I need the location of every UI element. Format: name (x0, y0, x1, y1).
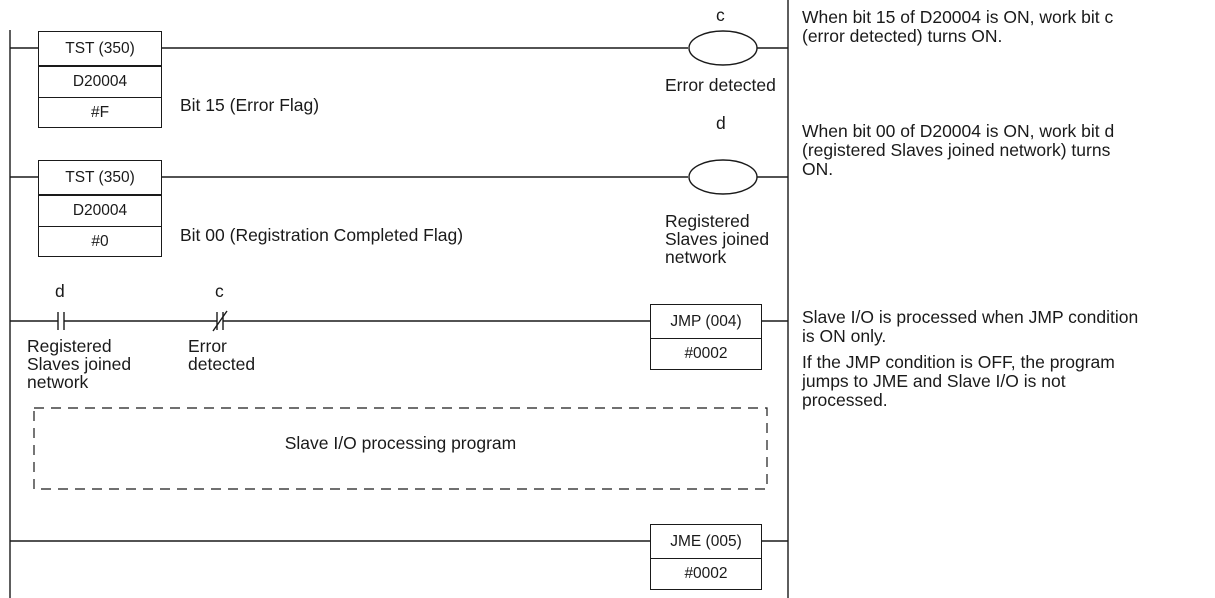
rung2-coil-label-line2: Slaves joined (665, 229, 770, 249)
rung1-operand1-box: D20004 (38, 66, 162, 98)
rung1-comment: Bit 15 (Error Flag) (180, 95, 320, 115)
rung1-coil-label: Error detected (665, 75, 776, 95)
note-2-line3: ON. (802, 159, 834, 179)
rung2-coil-label-line3: network (665, 247, 727, 267)
rung1-instruction-box: TST (350) (38, 31, 162, 66)
jmp-instruction-box: JMP (004) (650, 304, 762, 339)
contact-d-label-line1: Registered (27, 336, 112, 356)
rung2-comment: Bit 00 (Registration Completed Flag) (180, 225, 464, 245)
note-4-line1: If the JMP condition is OFF, the program (802, 352, 1115, 372)
rung2-instruction-box: TST (350) (38, 160, 162, 195)
jme-instruction-box: JME (005) (650, 524, 762, 559)
contact-c-bit: c (215, 281, 224, 301)
rung2-coil (688, 159, 758, 195)
rung2-coil-label-line1: Registered (665, 211, 750, 231)
contact-c-label-line2: detected (188, 354, 256, 374)
contact-c-label-line1: Error (188, 336, 227, 356)
processing-block-border (33, 407, 768, 490)
note-4-line2: jumps to JME and Slave I/O is not (802, 371, 1066, 391)
contact-c-slash (212, 310, 228, 332)
rung2-coil-bit: d (716, 113, 726, 133)
rung1-coil-bit: c (716, 5, 725, 25)
rung1-coil (688, 30, 758, 66)
jme-operand-box: #0002 (650, 558, 762, 590)
contact-d-label-line2: Slaves joined (27, 354, 132, 374)
rung2-operand2-box: #0 (38, 226, 162, 257)
jmp-operand-box: #0002 (650, 338, 762, 370)
note-1-line1: When bit 15 of D20004 is ON, work bit c (802, 7, 1114, 27)
contact-d-bit: d (55, 281, 65, 301)
note-4-line3: processed. (802, 390, 888, 410)
note-3-line1: Slave I/O is processed when JMP conditio… (802, 307, 1139, 327)
note-2-line2: (registered Slaves joined network) turns (802, 140, 1111, 160)
note-1-line2: (error detected) turns ON. (802, 26, 1003, 46)
processing-block-label: Slave I/O processing program (284, 433, 517, 453)
rung2-operand1-box: D20004 (38, 195, 162, 227)
contact-d-label-line3: network (27, 372, 89, 392)
note-3-line2: is ON only. (802, 326, 887, 346)
note-2-line1: When bit 00 of D20004 is ON, work bit d (802, 121, 1115, 141)
rung1-operand2-box: #F (38, 97, 162, 128)
